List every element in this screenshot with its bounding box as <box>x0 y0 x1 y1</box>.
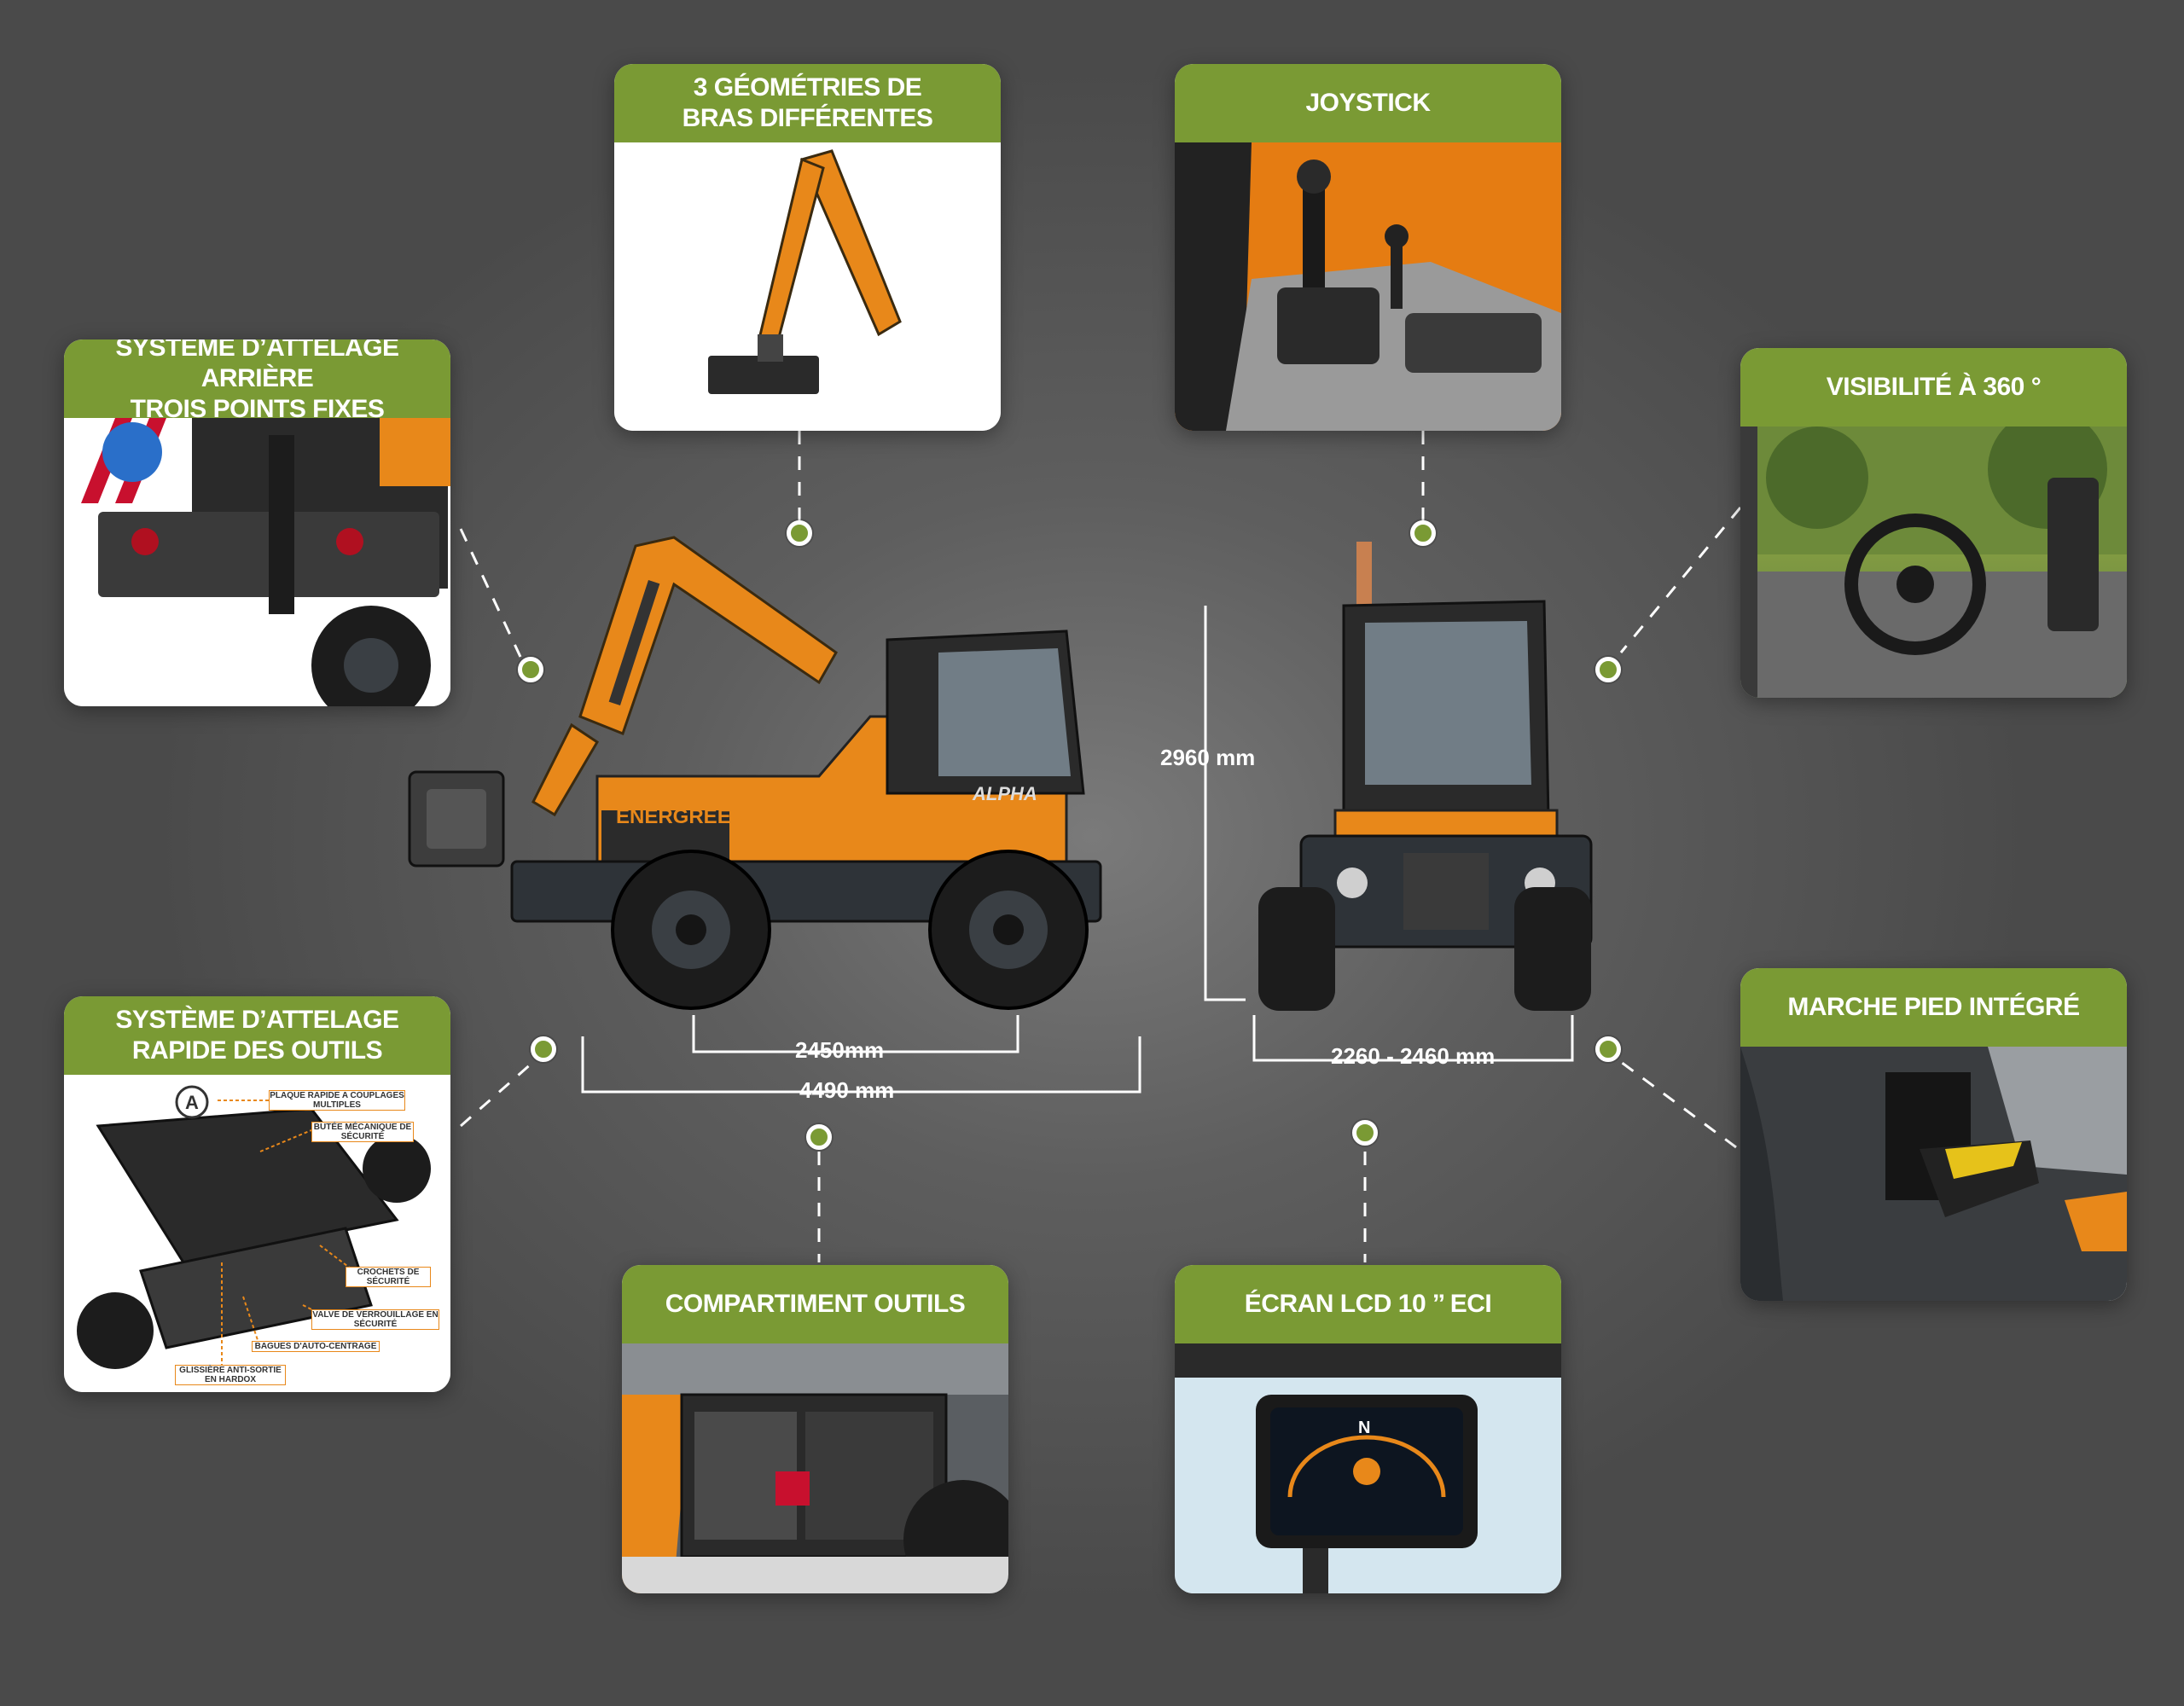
callout-4: VALVE DE VERROUILLAGE EN SÉCURITÉ <box>311 1309 439 1330</box>
width-dimension: 2260 - 2460 mm <box>1331 1043 1496 1069</box>
quick-hitch-marker: A <box>185 1092 199 1113</box>
machine-side-view: ENERGREEN ALPHA <box>408 536 1102 1010</box>
callout-3: CROCHETS DE SÉCURITÉ <box>346 1267 431 1287</box>
screen-gear-indicator: N <box>1358 1419 1370 1437</box>
feature-image-joystick <box>1175 142 1561 431</box>
callout-5: BAGUES D'AUTO-CENTRAGE <box>252 1341 380 1352</box>
feature-image-step <box>1740 1047 2127 1301</box>
machine-brand-label: ENERGREEN <box>616 805 746 828</box>
hotspot-arm[interactable] <box>787 520 812 546</box>
height-line <box>1204 606 1246 1001</box>
feature-title-screen: ÉCRAN LCD 10 ’’ ECI <box>1175 1265 1561 1343</box>
feature-card-visibility[interactable]: VISIBILITÉ À 360 ° <box>1740 348 2127 698</box>
machine-model-label: ALPHA <box>972 783 1037 804</box>
feature-card-quick-hitch[interactable]: SYSTÈME D’ATTELAGE RAPIDE DES OUTILS A P… <box>64 996 450 1392</box>
feature-title-joystick: JOYSTICK <box>1175 64 1561 142</box>
machine-front-view <box>1258 542 1593 1011</box>
connector-step <box>1620 1060 1737 1149</box>
wheelbase-line <box>692 1015 1019 1053</box>
wheelbase-dimension: 2450mm <box>795 1037 885 1063</box>
feature-card-screen[interactable]: ÉCRAN LCD 10 ’’ ECI N <box>1175 1265 1561 1593</box>
callout-1: PLAQUE RAPIDE A COUPLAGES MULTIPLES <box>269 1090 405 1111</box>
feature-card-rear-hitch[interactable]: SYSTÈME D’ATTELAGE ARRIÈRE TROIS POINTS … <box>64 339 450 706</box>
feature-image-rear-hitch <box>64 418 450 706</box>
feature-title-compartment: COMPARTIMENT OUTILS <box>622 1265 1008 1343</box>
feature-image-quick-hitch: A PLAQUE RAPIDE A COUPLAGES MULTIPLES BU… <box>64 1075 450 1392</box>
feature-title-step: MARCHE PIED INTÉGRÉ <box>1740 968 2127 1047</box>
feature-image-visibility <box>1740 426 2127 698</box>
hotspot-compartment[interactable] <box>806 1124 832 1150</box>
feature-card-compartment[interactable]: COMPARTIMENT OUTILS <box>622 1265 1008 1593</box>
feature-card-step[interactable]: MARCHE PIED INTÉGRÉ <box>1740 968 2127 1301</box>
feature-image-arm <box>614 142 1001 431</box>
connector-quick-hitch <box>460 1060 534 1128</box>
connector-visibility <box>1619 507 1742 653</box>
hotspot-rear-hitch[interactable] <box>518 657 543 682</box>
feature-card-joystick[interactable]: JOYSTICK <box>1175 64 1561 431</box>
feature-image-compartment <box>622 1343 1008 1593</box>
feature-title-quick-hitch: SYSTÈME D’ATTELAGE RAPIDE DES OUTILS <box>64 996 450 1075</box>
hotspot-joystick[interactable] <box>1410 520 1436 546</box>
hotspot-step[interactable] <box>1595 1036 1621 1062</box>
feature-title-visibility: VISIBILITÉ À 360 ° <box>1740 348 2127 426</box>
width-line <box>1252 1015 1574 1062</box>
hotspot-screen[interactable] <box>1352 1120 1378 1146</box>
length-dimension: 4490 mm <box>799 1077 895 1103</box>
feature-image-screen: N <box>1175 1343 1561 1593</box>
height-dimension: 2960 mm <box>1160 745 1256 770</box>
callout-6: GLISSIÈRE ANTI-SORTIE EN HARDOX <box>175 1365 286 1385</box>
hotspot-quick-hitch[interactable] <box>531 1036 556 1062</box>
feature-title-rear-hitch: SYSTÈME D’ATTELAGE ARRIÈRE TROIS POINTS … <box>64 339 450 423</box>
hotspot-visibility[interactable] <box>1595 657 1621 682</box>
feature-card-arm[interactable]: 3 GÉOMÉTRIES DE BRAS DIFFÉRENTES <box>614 64 1001 431</box>
length-line <box>581 1036 1141 1094</box>
callout-2: BUTÉE MÉCANIQUE DE SÉCURITÉ <box>311 1122 414 1142</box>
feature-title-arm: 3 GÉOMÉTRIES DE BRAS DIFFÉRENTES <box>614 64 1001 142</box>
